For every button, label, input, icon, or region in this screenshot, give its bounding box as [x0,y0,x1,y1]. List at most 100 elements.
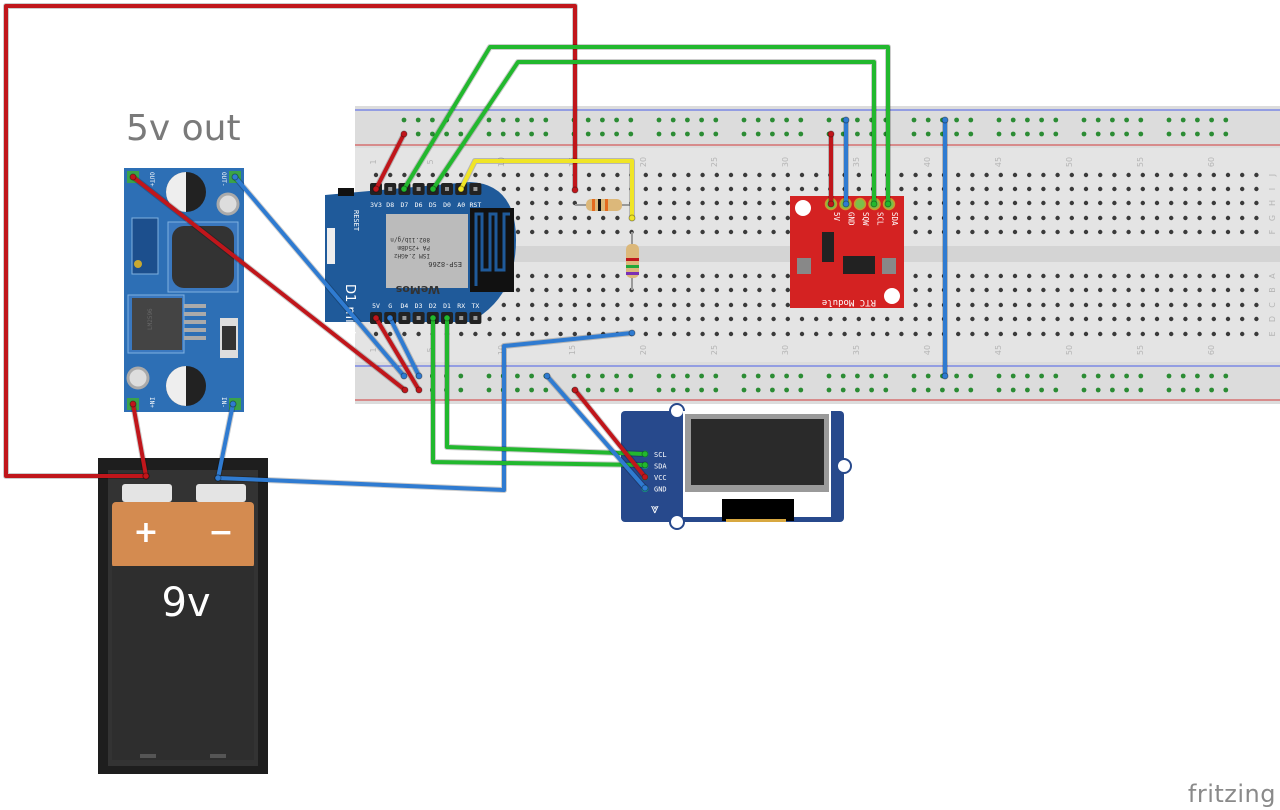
breadboard-hole[interactable] [1183,273,1188,279]
rail-hole[interactable] [1010,131,1016,137]
breadboard-hole[interactable] [785,215,790,221]
breadboard-hole[interactable] [1126,186,1131,192]
rail-hole[interactable] [1195,117,1200,123]
breadboard-hole[interactable] [530,287,535,293]
breadboard-hole[interactable] [1027,287,1032,293]
wire-end[interactable] [641,450,649,458]
rail-hole[interactable] [685,117,690,123]
rail-hole[interactable] [1081,131,1087,137]
breadboard-hole[interactable] [1169,172,1174,178]
breadboard-hole[interactable] [785,302,790,308]
breadboard-hole[interactable] [1112,302,1117,308]
breadboard-hole[interactable] [743,287,748,293]
wire-end[interactable] [386,314,394,322]
rail-hole[interactable] [543,131,549,137]
breadboard-hole[interactable] [1183,186,1188,192]
breadboard-hole[interactable] [956,302,961,308]
breadboard-hole[interactable] [984,215,989,221]
breadboard-hole[interactable] [686,287,691,293]
breadboard-hole[interactable] [1225,186,1231,192]
breadboard-hole[interactable] [899,172,904,178]
breadboard-hole[interactable] [1254,172,1259,178]
breadboard-hole[interactable] [1112,316,1117,322]
rail-hole[interactable] [699,117,704,123]
breadboard-hole[interactable] [970,200,975,206]
rail-hole[interactable] [699,387,704,393]
breadboard-hole[interactable] [572,331,577,337]
breadboard-hole[interactable] [799,331,805,337]
rail-hole[interactable] [515,131,520,137]
breadboard-hole[interactable] [785,331,790,337]
breadboard-hole[interactable] [1126,215,1131,221]
breadboard-hole[interactable] [1225,172,1231,178]
breadboard-hole[interactable] [856,186,861,192]
rail-hole[interactable] [1209,117,1214,123]
breadboard-hole[interactable] [1154,200,1160,206]
breadboard-hole[interactable] [757,200,762,206]
rail-hole[interactable] [1095,131,1101,137]
breadboard-hole[interactable] [1154,273,1160,279]
breadboard-hole[interactable] [1012,316,1018,322]
breadboard-hole[interactable] [970,215,975,221]
breadboard-hole[interactable] [1197,172,1202,178]
breadboard-hole[interactable] [672,273,677,279]
rail-hole[interactable] [840,387,846,393]
rail-hole[interactable] [458,117,464,123]
breadboard-hole[interactable] [743,229,748,235]
rail-hole[interactable] [699,373,704,379]
rail-hole[interactable] [1010,387,1016,393]
breadboard-hole[interactable] [672,331,677,337]
rail-hole[interactable] [1053,373,1059,379]
breadboard-hole[interactable] [1169,287,1174,293]
breadboard-hole[interactable] [984,172,989,178]
breadboard-hole[interactable] [572,287,577,293]
wire-end[interactable] [415,372,423,380]
breadboard-hole[interactable] [998,229,1003,235]
rail-hole[interactable] [741,131,747,137]
breadboard-hole[interactable] [1211,172,1217,178]
breadboard-hole[interactable] [1197,273,1202,279]
rail-hole[interactable] [656,117,662,123]
breadboard-hole[interactable] [1211,215,1217,221]
breadboard-hole[interactable] [714,316,719,322]
wire-end[interactable] [129,173,137,181]
breadboard-hole[interactable] [984,316,989,322]
breadboard-hole[interactable] [1055,229,1060,235]
breadboard-hole[interactable] [601,273,606,279]
wire-buck-out-plus[interactable] [131,175,407,392]
rail-hole[interactable] [699,131,704,137]
breadboard-hole[interactable] [1154,287,1160,293]
breadboard-hole[interactable] [1211,287,1217,293]
breadboard-hole[interactable] [530,215,535,221]
breadboard-hole[interactable] [885,331,890,337]
breadboard-hole[interactable] [984,186,989,192]
rail-hole[interactable] [741,387,747,393]
breadboard-hole[interactable] [430,172,435,178]
breadboard-hole[interactable] [956,331,961,337]
wire-end[interactable] [400,185,408,193]
breadboard-hole[interactable] [672,186,677,192]
rail-hole[interactable] [1209,131,1214,137]
breadboard-hole[interactable] [785,229,790,235]
breadboard-hole[interactable] [686,316,691,322]
wire-end[interactable] [571,186,579,194]
breadboard-hole[interactable] [515,215,521,221]
breadboard-hole[interactable] [586,215,592,221]
breadboard-hole[interactable] [1041,172,1046,178]
breadboard-hole[interactable] [743,200,748,206]
rail-hole[interactable] [1138,117,1144,123]
rail-hole[interactable] [486,131,492,137]
rail-hole[interactable] [869,387,874,393]
rail-hole[interactable] [1180,387,1186,393]
rail-hole[interactable] [911,373,917,379]
breadboard-hole[interactable] [643,229,648,235]
breadboard-hole[interactable] [1154,316,1160,322]
breadboard-hole[interactable] [700,287,705,293]
rail-hole[interactable] [770,387,775,393]
breadboard-hole[interactable] [686,302,691,308]
breadboard-hole[interactable] [1183,287,1188,293]
wire-end[interactable] [827,130,835,138]
rail-hole[interactable] [458,131,464,137]
breadboard-hole[interactable] [1225,287,1231,293]
breadboard-hole[interactable] [586,316,592,322]
